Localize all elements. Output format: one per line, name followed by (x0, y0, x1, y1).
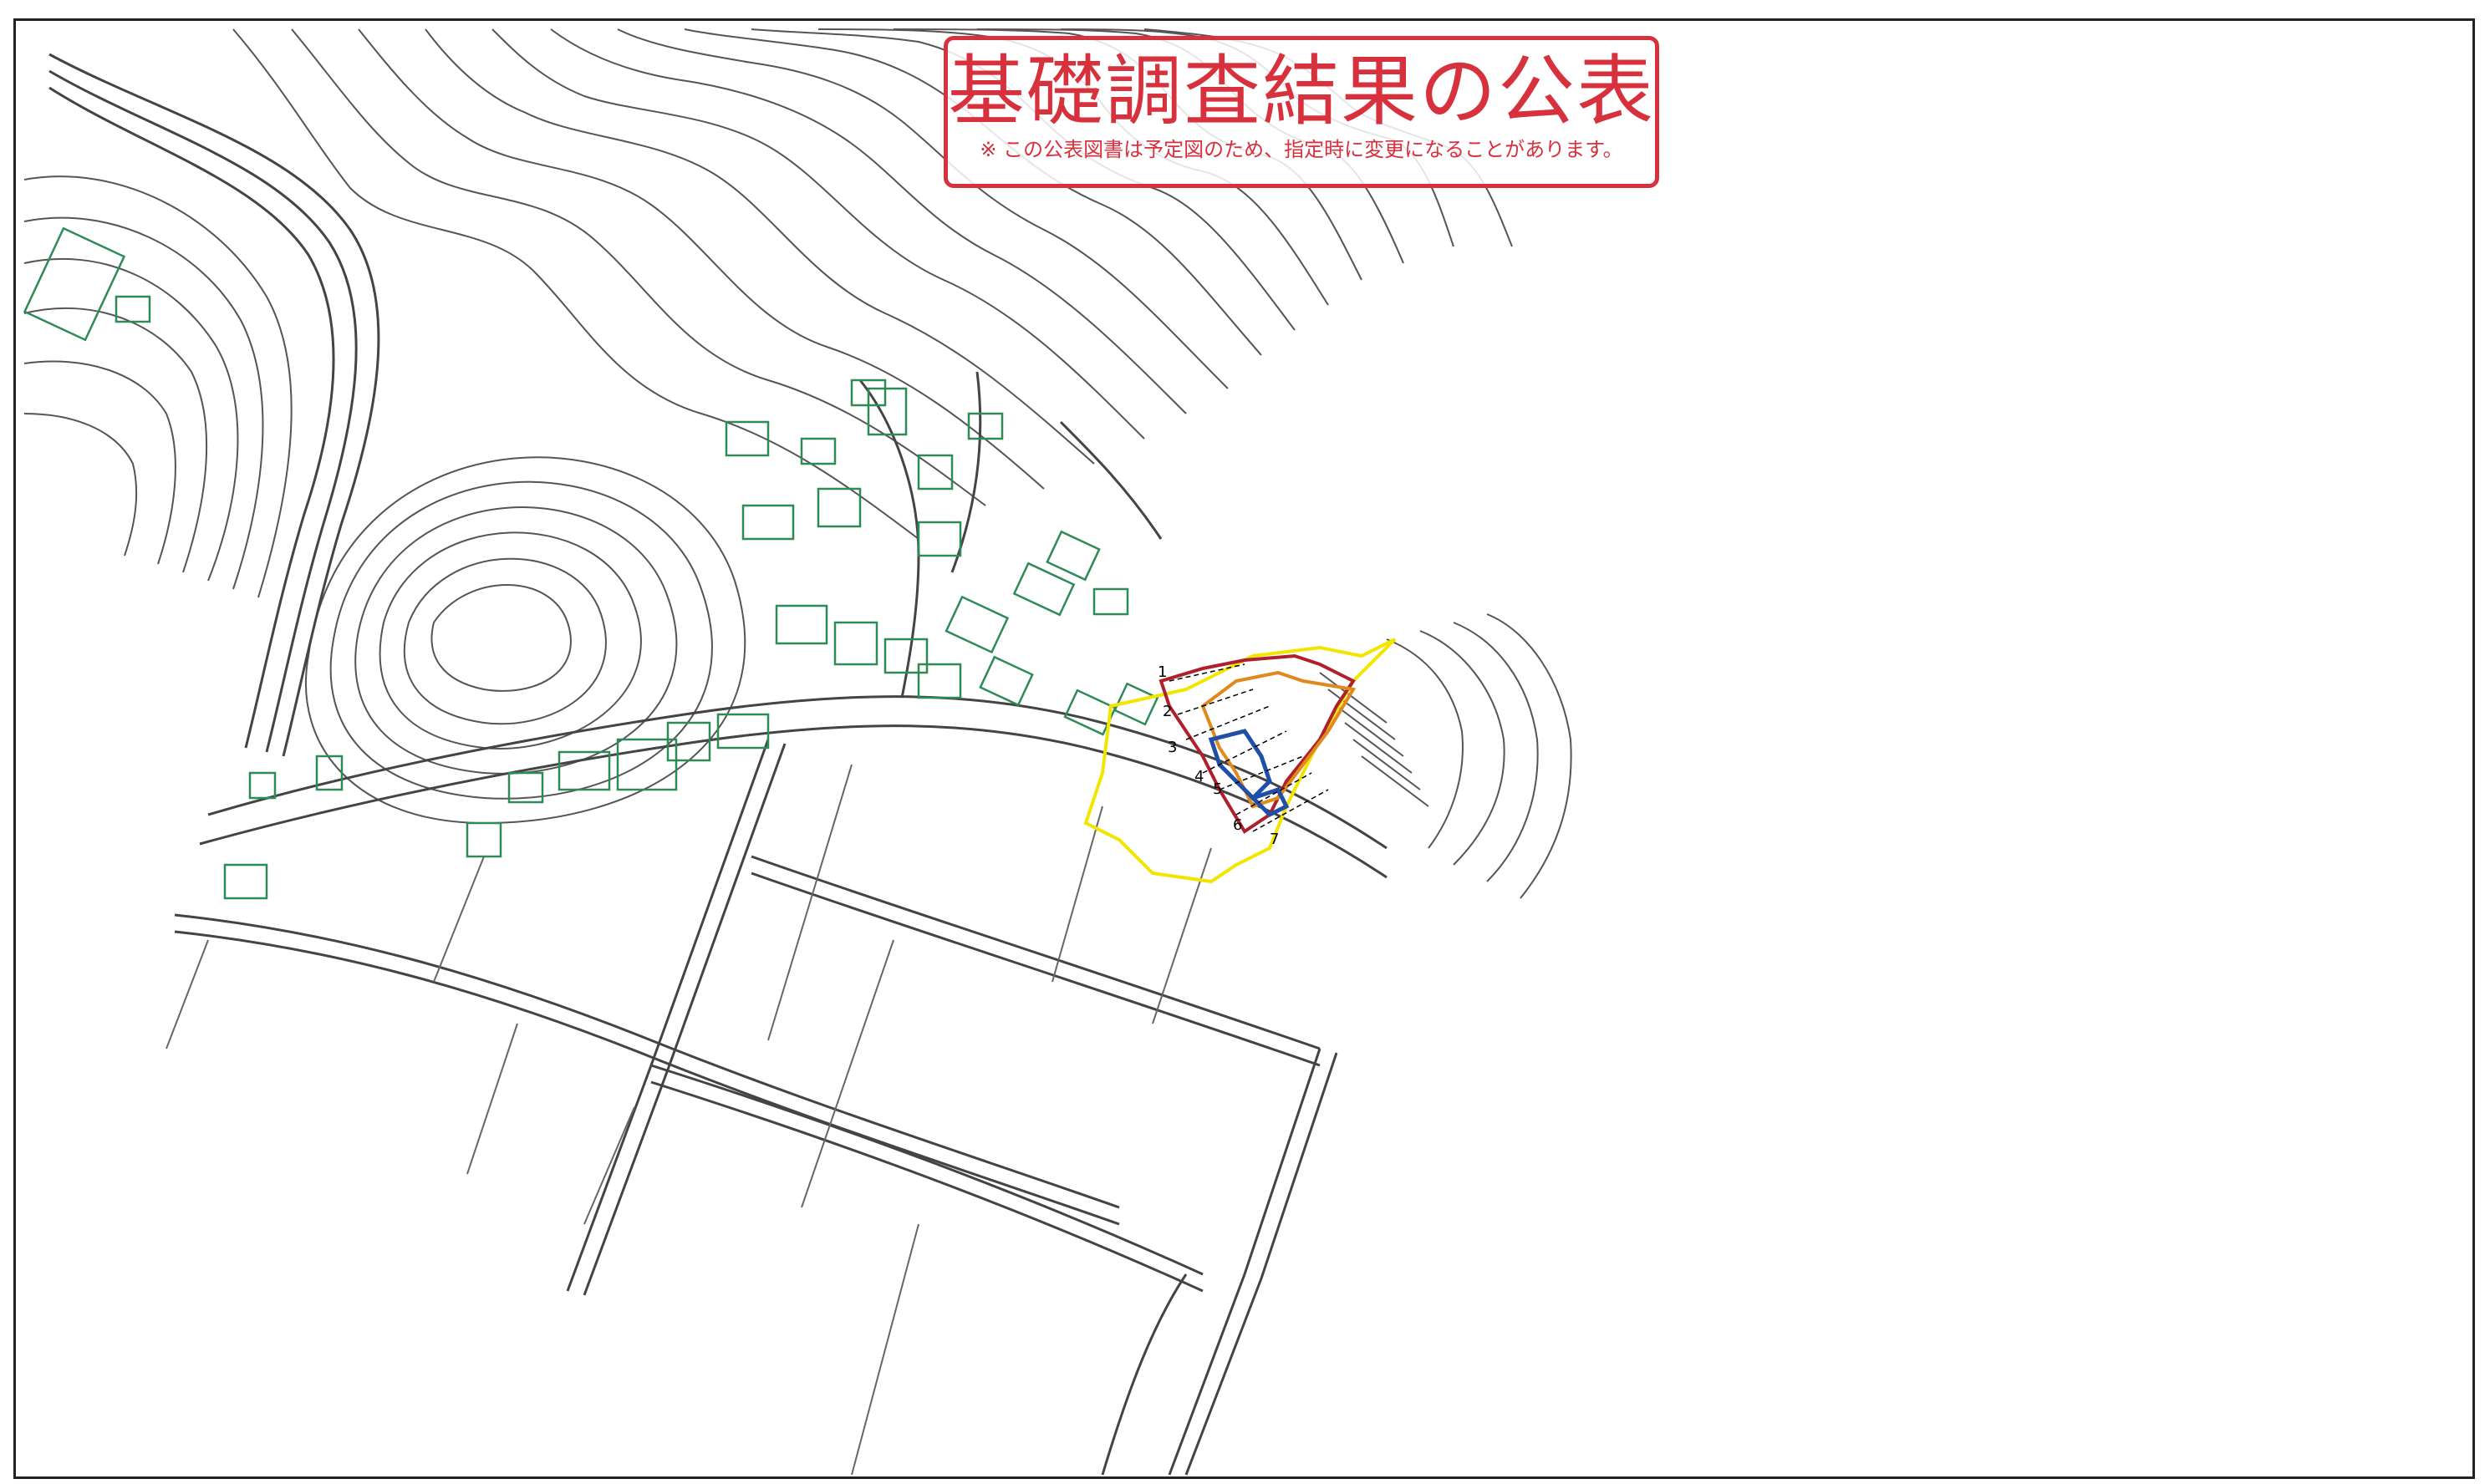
building-outlines (23, 226, 1159, 900)
section-label-6: 6 (1233, 816, 1242, 834)
stamp-title: 基礎調査結果の公表 (948, 47, 1656, 136)
slope-section-labels: 1 2 3 4 5 6 7 (1158, 663, 1279, 848)
section-label-2: 2 (1163, 703, 1172, 720)
map-canvas[interactable]: 1 2 3 4 5 6 7 (16, 21, 2475, 1479)
section-label-3: 3 (1168, 739, 1177, 756)
section-label-4: 4 (1194, 768, 1204, 785)
slope-section-lines (1169, 663, 1329, 832)
section-label-7: 7 (1270, 831, 1279, 848)
section-label-1: 1 (1158, 663, 1167, 681)
publication-stamp: 基礎調査結果の公表 ※ この公表図書は予定図のため、指定時に変更になることがあり… (944, 36, 1659, 188)
stamp-note: ※ この公表図書は予定図のため、指定時に変更になることがあります。 (980, 138, 1623, 161)
map-frame: 1 2 3 4 5 6 7 基礎調査結果の公表 ※ この公表図書は予定図のため、… (13, 18, 2475, 1479)
road-lines (48, 53, 1388, 1476)
red-zone (1158, 653, 1356, 834)
orange-zone (1200, 670, 1357, 809)
blue-zone (1208, 729, 1290, 818)
section-label-5: 5 (1213, 780, 1222, 798)
field-boundaries (165, 764, 1212, 1476)
